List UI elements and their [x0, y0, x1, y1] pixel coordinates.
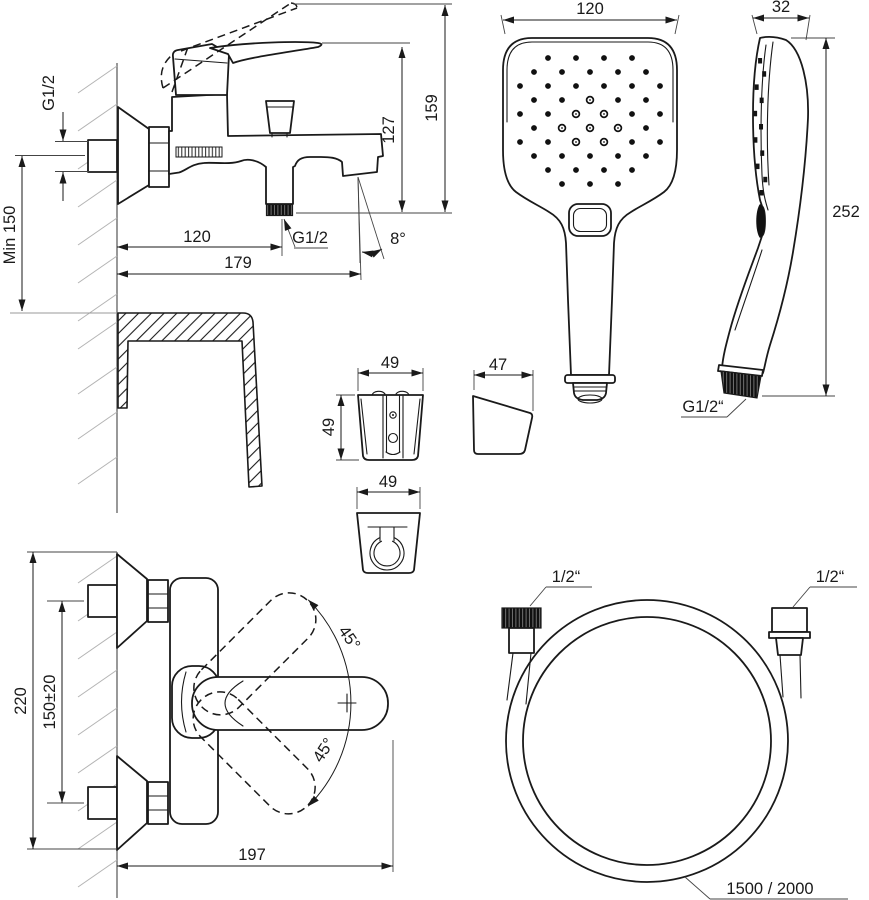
- dim-label-bracket-bottom-width: 49: [379, 473, 397, 491]
- hose-ferrule-left: [508, 627, 535, 654]
- hose-nut-left: [501, 607, 542, 629]
- screw-hole-top: [389, 411, 397, 419]
- shower-hose-view: 1/2“ 1/2“ 1500 / 2000: [501, 568, 857, 900]
- hose-length-label: 1500 / 2000: [726, 880, 813, 898]
- screw-hole-bottom: [387, 432, 399, 444]
- side-nozzle-bumps: [753, 58, 768, 196]
- hose-loop-outer: [505, 599, 789, 883]
- dim-label-120: 120: [183, 228, 211, 246]
- bracket-front-outline: [357, 394, 424, 461]
- dim-label-g12-outlet: G1/2: [292, 229, 328, 247]
- hex-nut-top: [147, 579, 169, 623]
- side-connector-thread: [720, 370, 762, 399]
- side-button: [756, 204, 766, 238]
- hose-loop-inner: [522, 616, 772, 866]
- hose-nut-right: [771, 607, 808, 633]
- angle-label-top: 45°: [335, 623, 364, 654]
- shower-side-dimensions: 32 252 G1/2“: [681, 0, 860, 418]
- mixer-front-view: 45° 45° 220 150±20 197: [12, 551, 394, 872]
- dim-label-g12-shower: G1/2“: [682, 398, 723, 416]
- dim-label-252: 252: [832, 203, 860, 221]
- hose-thread-right-label: 1/2“: [816, 568, 844, 586]
- shower-head-side-view: 32 252 G1/2“: [681, 0, 860, 418]
- hex-nut: [148, 126, 170, 188]
- dim-label-32: 32: [772, 0, 790, 16]
- dim-label-179: 179: [224, 254, 252, 272]
- escutcheon-bottom: [116, 755, 148, 851]
- dim-label-159: 159: [423, 94, 441, 122]
- dim-label-197: 197: [238, 846, 266, 864]
- outlet-thread: [265, 203, 294, 217]
- dim-label-min150: Min 150: [1, 206, 19, 265]
- mode-button: [568, 203, 612, 237]
- hose-labels: 1/2“ 1/2“ 1500 / 2000: [529, 568, 857, 900]
- spray-nozzle-dots: [517, 55, 663, 187]
- dim-label-bracket-width: 49: [381, 354, 399, 372]
- bracket-side-outline: [472, 395, 534, 455]
- supply-stub: [87, 139, 118, 173]
- hose-thread-left-label: 1/2“: [552, 568, 580, 586]
- wall-escutcheon: [117, 106, 150, 205]
- bracket-front-dimensions: 49 49: [320, 354, 424, 461]
- supply-stub-top: [87, 584, 118, 618]
- clip-inner-arc: [373, 540, 401, 567]
- bracket-side-view: 47: [472, 356, 534, 455]
- angle-label-bottom: 45°: [309, 735, 338, 766]
- rotation-arc: [307, 599, 352, 807]
- bracket-section-view: [117, 312, 263, 488]
- bracket-cross-section: [117, 312, 263, 488]
- handle-flange: [564, 374, 616, 384]
- dim-label-bracket-height: 49: [320, 418, 338, 436]
- dim-label-g12-wall: G1/2: [40, 75, 58, 111]
- diverter-knob: [265, 100, 295, 134]
- bracket-bottom-view: 49: [356, 473, 421, 574]
- side-flange: [717, 364, 764, 377]
- body-ring: [175, 146, 223, 158]
- mixer-side-view: G1/2 Min 150 120 179 G1/2 8° 127: [1, 2, 452, 314]
- bracket-bottom-dimension: 49: [356, 473, 421, 509]
- hex-nut-bottom: [147, 781, 169, 825]
- bracket-front-view: 49 49: [320, 354, 424, 461]
- handle-lever-front: [191, 676, 389, 731]
- escutcheon-top: [116, 553, 148, 649]
- shower-head-front-view: 120: [500, 0, 680, 404]
- handle-raised-dashed: [160, 2, 298, 93]
- bracket-side-dimension: 47: [473, 356, 534, 411]
- bracket-bottom-outline: [356, 512, 421, 574]
- wall-hatch-lines: [77, 65, 118, 888]
- dim-label-127: 127: [380, 116, 398, 144]
- handle-rotated-down-dashed: [192, 691, 316, 815]
- wall-section: [77, 63, 118, 898]
- dim-label-8deg: 8°: [390, 230, 406, 248]
- hose-ferrule-right: [775, 637, 804, 656]
- dim-label-220: 220: [12, 687, 30, 715]
- dim-label-bracket-depth: 47: [489, 356, 507, 374]
- handle-rotated-up-dashed: [193, 592, 317, 716]
- clip-outer-arc: [369, 537, 405, 571]
- shower-front-dimension: 120: [500, 0, 680, 35]
- dim-label-150: 150±20: [41, 675, 59, 730]
- mixer-side-dimensions: G1/2 Min 150 120 179 G1/2 8° 127: [1, 3, 452, 314]
- supply-stub-bottom: [87, 786, 118, 820]
- handle-lever: [209, 41, 323, 64]
- mixer-front-dimensions: 220 150±20 197: [12, 551, 394, 872]
- shower-side-profile: [721, 35, 809, 374]
- dim-label-head-120: 120: [576, 0, 604, 18]
